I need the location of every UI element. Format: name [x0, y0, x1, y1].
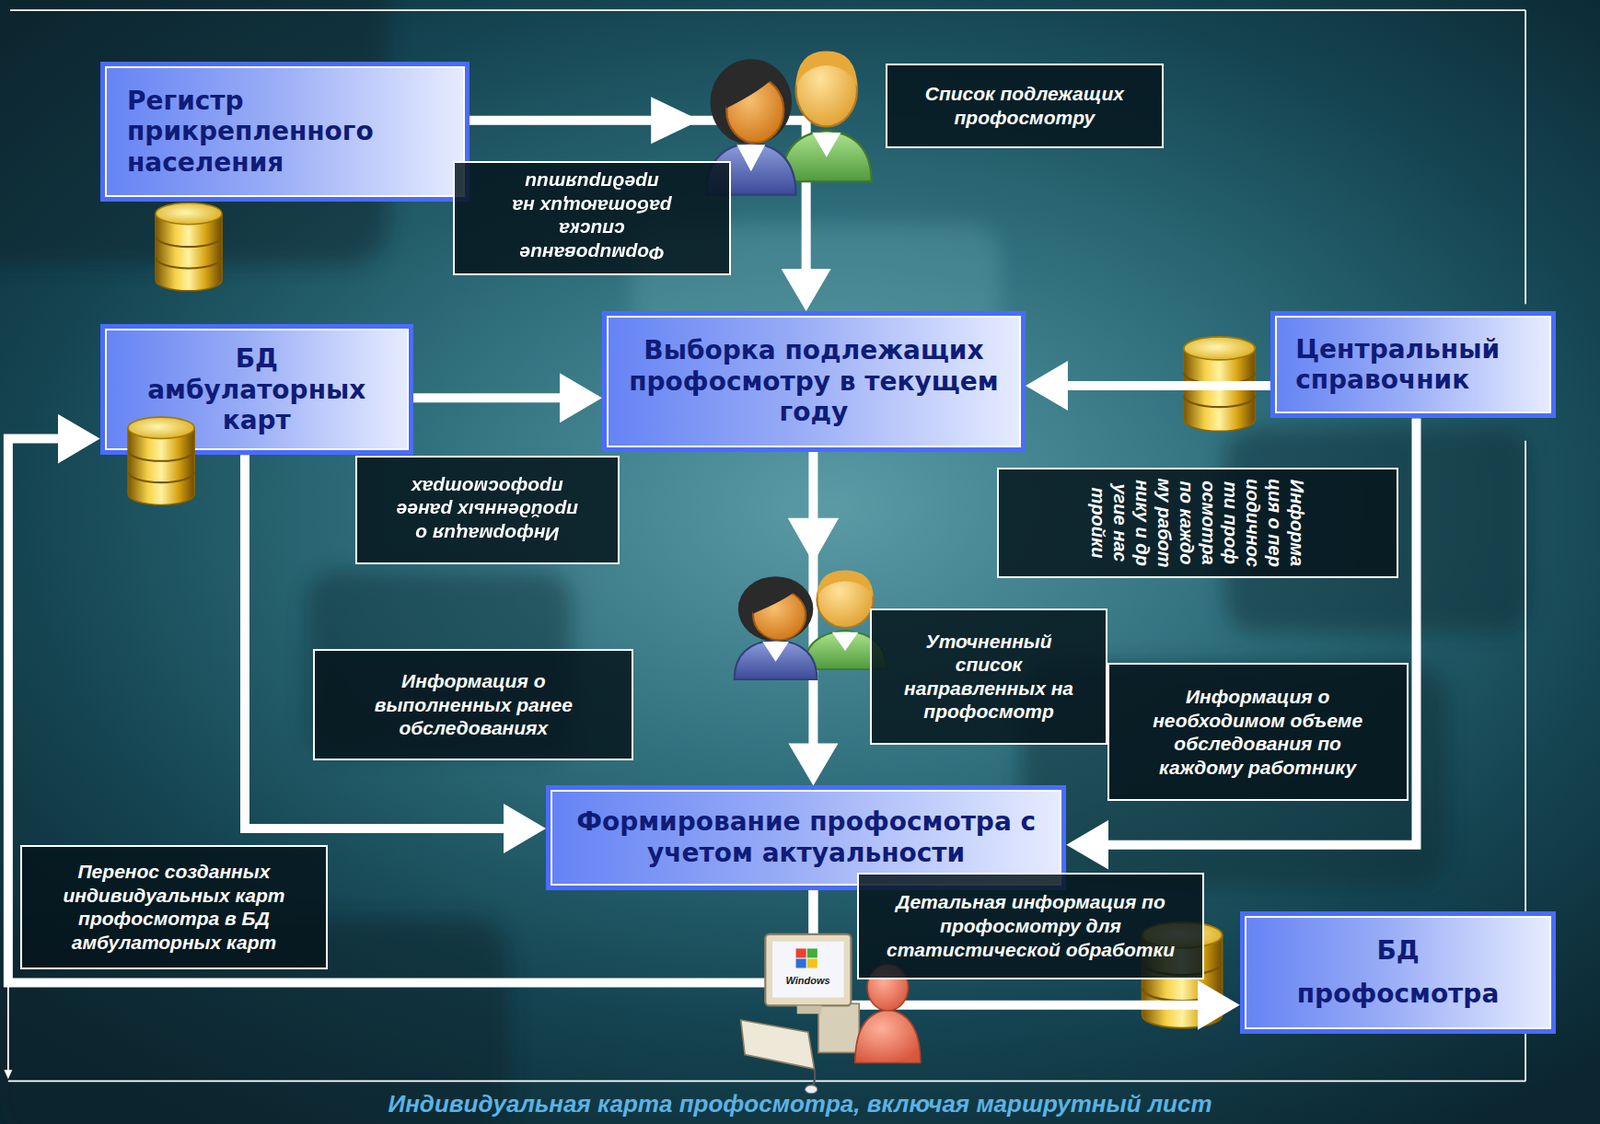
process-box: БД профосмотра: [1240, 911, 1557, 1034]
callout-text: Перенос созданных индивидуальных карт пр…: [34, 859, 314, 954]
callout-box: Информация о необходимом объеме обследов…: [1107, 662, 1409, 801]
box-label: Центральный справочник: [1295, 334, 1531, 396]
computer-icon: [807, 959, 818, 969]
computer-icon: [765, 934, 851, 1007]
callout-text: Детальная информация по профосмотру для …: [884, 890, 1177, 962]
callout-box: Формирование списка работающих на предпр…: [452, 161, 731, 276]
box-label: Регистр прикрепленного населения: [127, 85, 442, 179]
logo-text: Windows: [785, 974, 830, 986]
callout-box: Детальная информация по профосмотру для …: [857, 872, 1205, 980]
database-icon: [127, 417, 195, 505]
callout-box: Информация о периодичности профосмотра п…: [997, 467, 1399, 580]
people-icon: [734, 569, 887, 680]
frame-line: [8, 1080, 1526, 1083]
computer-icon: [772, 941, 845, 998]
callout-box: Список подлежащих профосмотру: [885, 63, 1163, 149]
callout-text: Список подлежащих профосмотру: [899, 81, 1149, 129]
process-box: Регистр прикрепленного населения: [100, 61, 470, 203]
frame-line: [10, 9, 1526, 12]
process-box: БД амбулаторных карт: [100, 324, 414, 455]
frame-arrowhead: [3, 1069, 12, 1079]
computer-icon: [818, 1003, 859, 1053]
frame-line: [1524, 10, 1527, 304]
computer-icon: [741, 1020, 815, 1069]
flow-arrowhead: [788, 518, 839, 564]
people-icon: [706, 50, 872, 195]
computer-icon: [796, 948, 807, 958]
callout-text: Формирование списка работающих на предпр…: [490, 171, 694, 266]
flow-arrow: [413, 393, 566, 403]
computer-icon: [855, 1009, 921, 1064]
process-box: Центральный справочник: [1270, 311, 1556, 418]
computer-icon: [796, 959, 807, 969]
database-icon: [155, 202, 222, 290]
process-box: Выборка подлежащих профосмотру в текущем…: [602, 311, 1026, 453]
box-label: БД профосмотра: [1290, 928, 1507, 1017]
flow-arrow: [8, 439, 814, 984]
box-label: Формирование профосмотра с учетом актуал…: [570, 806, 1042, 869]
callout-text: Информация о пройденных ранее профосмотр…: [387, 475, 588, 546]
caption-text: Индивидуальная карта профосмотра, включа…: [0, 1089, 1600, 1119]
callout-box: Информация о пройденных ранее профосмотр…: [355, 455, 620, 564]
callout-text: Информация о периодичности профосмотра п…: [1087, 477, 1309, 569]
frame-line: [7, 982, 10, 1071]
callout-box: Уточненный список направленных на профос…: [869, 608, 1107, 746]
callout-box: Перенос созданных индивидуальных карт пр…: [20, 845, 328, 970]
flow-arrow: [1062, 381, 1271, 391]
computer-icon: [811, 1068, 815, 1088]
flow-arrowhead: [650, 96, 700, 144]
box-label: Выборка подлежащих профосмотру в текущем…: [618, 335, 1009, 429]
callout-text: Информация о необходимом объеме обследов…: [1139, 684, 1376, 779]
callout-text: Уточненный список направленных на профос…: [894, 629, 1083, 724]
callout-box: Информация о выполненных ранее обследова…: [313, 649, 634, 761]
computer-icon: [807, 948, 818, 958]
callout-text: Информация о выполненных ранее обследова…: [360, 669, 586, 741]
computer-icon: [797, 1005, 823, 1014]
box-label: БД амбулаторных карт: [139, 343, 373, 437]
